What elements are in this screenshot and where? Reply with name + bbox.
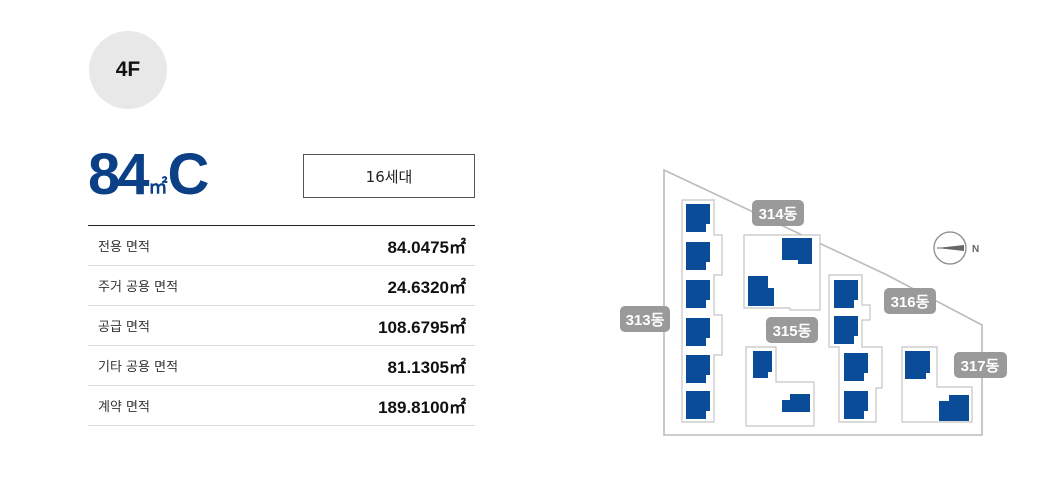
tag-316: 316동 [884, 288, 936, 314]
unit-cell [834, 316, 858, 344]
tag-314-label: 314동 [759, 206, 798, 223]
area-value: 24.6320㎡ [387, 278, 466, 297]
area-label: 전용 면적 [98, 240, 150, 255]
compass-label: N [972, 244, 979, 255]
area-label: 기타 공용 면적 [98, 360, 179, 375]
area-row-supply: 공급 면적 108.6795㎡ [88, 306, 475, 346]
building-317-units [905, 351, 969, 421]
area-value: 81.1305㎡ [387, 358, 466, 377]
area-row-residential-common: 주거 공용 면적 24.6320㎡ [88, 266, 475, 306]
unit-cell [686, 280, 710, 308]
household-count: 16세대 [365, 167, 413, 186]
floor-label: 4F [115, 58, 141, 81]
building-314-units [748, 238, 812, 306]
area-value: 189.8100㎡ [378, 398, 466, 417]
unit-cell [905, 351, 930, 379]
unit-cell [782, 238, 812, 264]
floor-badge: 4F [89, 31, 167, 109]
unit-cell [939, 395, 969, 421]
tag-314: 314동 [752, 200, 804, 226]
area-label: 주거 공용 면적 [98, 280, 179, 295]
area-table: 전용 면적 84.0475㎡ 주거 공용 면적 24.6320㎡ 공급 면적 1… [88, 225, 475, 426]
tag-317: 317동 [954, 352, 1007, 378]
area-label: 계약 면적 [98, 400, 150, 415]
compass-icon: N [933, 231, 979, 265]
unit-type-letter: C [167, 142, 210, 207]
unit-type-title: 84 ㎡ C [88, 144, 209, 204]
unit-cell [686, 204, 710, 232]
tag-313: 313동 [620, 306, 670, 332]
site-map: N 313동 314동 315동 316동 317동 [620, 168, 1007, 436]
building-316-units [834, 280, 868, 419]
unit-cell [834, 280, 858, 308]
tag-315: 315동 [766, 317, 818, 343]
tag-313-label: 313동 [626, 312, 665, 329]
building-313-units [686, 204, 710, 419]
tag-317-label: 317동 [961, 358, 1000, 375]
unit-cell [686, 242, 710, 270]
unit-cell [782, 394, 810, 412]
unit-cell [844, 353, 868, 381]
area-row-exclusive: 전용 면적 84.0475㎡ [88, 226, 475, 266]
area-label: 공급 면적 [98, 320, 150, 335]
area-value: 84.0475㎡ [387, 238, 466, 257]
tag-315-label: 315동 [773, 323, 812, 340]
area-row-contract: 계약 면적 189.8100㎡ [88, 386, 475, 426]
tag-316-label: 316동 [891, 294, 930, 311]
unit-type-size: 84 [88, 142, 149, 207]
area-value: 108.6795㎡ [378, 318, 466, 337]
building-315-units [753, 351, 810, 412]
household-count-box: 16세대 [303, 154, 475, 198]
unit-cell [686, 318, 710, 346]
unit-type-unit: ㎡ [148, 177, 168, 198]
area-row-other-common: 기타 공용 면적 81.1305㎡ [88, 346, 475, 386]
unit-cell [753, 351, 772, 378]
building-316-outline [828, 274, 883, 423]
unit-cell [748, 276, 774, 306]
unit-cell [844, 391, 868, 419]
unit-cell [686, 391, 710, 419]
site-boundary [663, 168, 983, 436]
building-313-outline [681, 199, 723, 423]
unit-cell [686, 355, 710, 383]
